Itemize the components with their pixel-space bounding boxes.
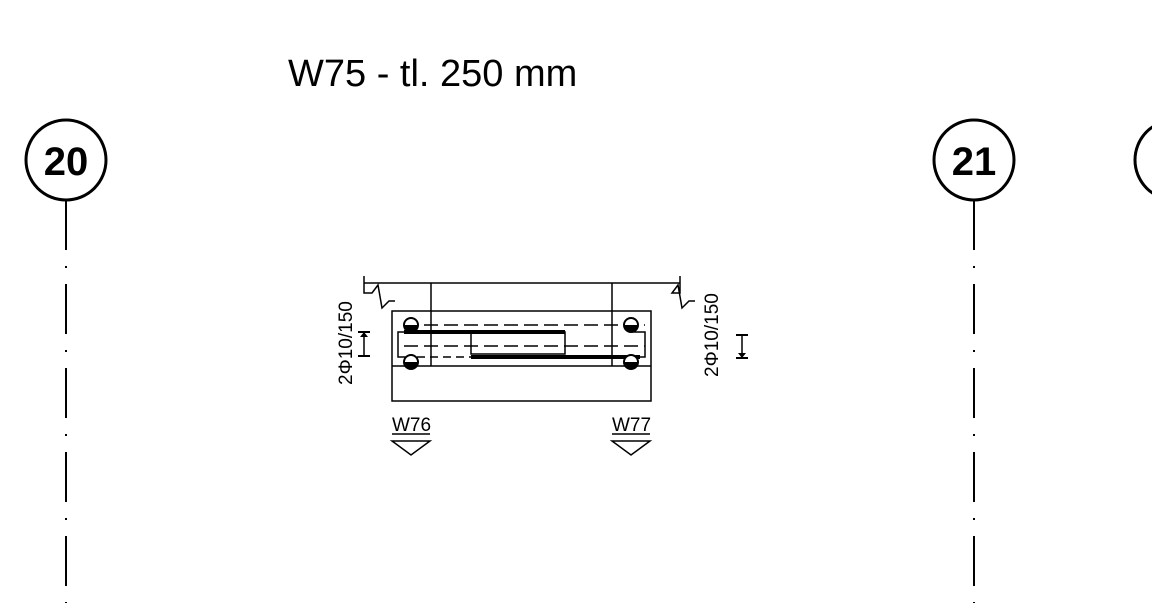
section-tag-label: W76 xyxy=(392,415,431,436)
rebar-label-right: 2Φ10/150 xyxy=(702,293,723,377)
break-line-right xyxy=(670,276,695,310)
wall-outline xyxy=(391,310,652,402)
lap-zone xyxy=(470,331,566,355)
grid-axis-20: 20 xyxy=(24,118,108,603)
bar-top-right xyxy=(623,317,639,333)
bar-top-left xyxy=(403,317,419,333)
drawing-title: W75 - tl. 250 mm xyxy=(288,53,577,95)
grid-label: 20 xyxy=(44,140,89,184)
wall-section xyxy=(358,276,748,402)
section-tag-label: W77 xyxy=(612,415,651,436)
dimension-marker-left xyxy=(358,331,370,357)
rebar-hook-right xyxy=(631,331,646,358)
break-line-left xyxy=(363,276,395,310)
grid-bubble xyxy=(1133,125,1152,195)
bar-bottom-left xyxy=(403,354,419,370)
dimension-marker-right xyxy=(736,334,748,359)
section-tag-w76: W76 xyxy=(389,415,433,456)
grid-axis-partial xyxy=(1133,125,1152,195)
grid-axis-21: 21 xyxy=(932,118,1016,603)
section-tag-w77: W77 xyxy=(609,415,653,456)
grid-label: 21 xyxy=(952,140,997,184)
rebar-label-left: 2Φ10/150 xyxy=(336,301,357,385)
rebar-hook-left xyxy=(397,331,404,358)
bar-bottom-right xyxy=(623,354,639,370)
